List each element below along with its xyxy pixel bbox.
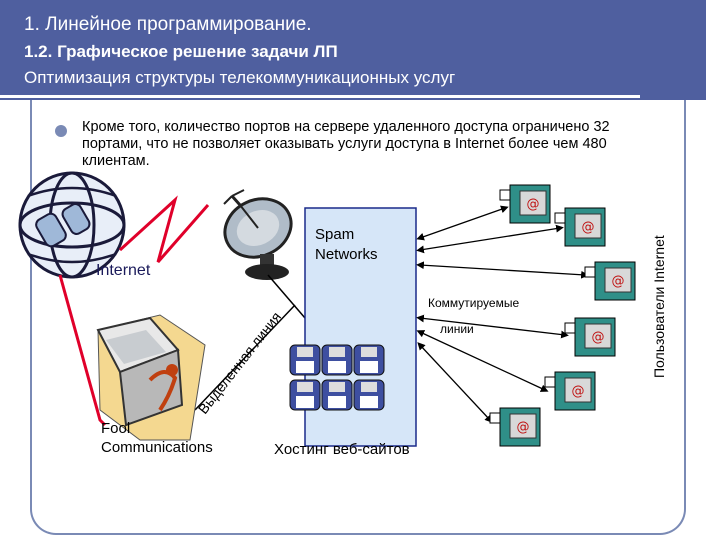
title-line-2: 1.2. Графическое решение задачи ЛП [24,42,338,61]
switched-line [417,342,493,423]
hosting-label: Хостинг веб-сайтов [274,441,410,458]
title-line-3: Оптимизация структуры телекоммуникационн… [24,68,456,87]
floppy-disk-icon [353,344,385,376]
computer-icon: @ [499,184,551,224]
description-paragraph: Кроме того, количество портов на сервере… [82,119,610,169]
dedicated-line [194,304,296,411]
spam-networks-label-2: Networks [315,246,378,263]
fool-communications-icon [96,314,206,441]
svg-text:@: @ [527,197,540,212]
switched-lines-label-1: Коммутируемые [428,296,520,310]
switched-lines [416,205,589,423]
internet-label: Internet [96,262,151,279]
title-line-1: 1. Линейное программирование. [24,14,312,35]
svg-text:@: @ [572,384,585,399]
svg-text:@: @ [582,220,595,235]
switched-line [416,330,549,392]
content-frame [30,100,686,535]
title-banner: 1. Линейное программирование. 1.2. Графи… [0,0,706,100]
svg-text:@: @ [592,330,605,345]
user-computers: @ @ @ @ @ @ [489,184,636,447]
computer-icon: @ [564,317,616,357]
hosting-disks [289,344,385,411]
computer-icon: @ [584,261,636,301]
spam-networks-label-1: Spam [315,226,355,243]
lightning-bolt-1 [118,195,210,263]
fool-communications-label-2: Communications [101,439,213,456]
dedicated-line-label: Выделенная линия [195,309,284,417]
dish-to-server-line [267,274,306,319]
floppy-disk-icon [289,344,321,376]
svg-text:@: @ [517,420,530,435]
switched-line [416,205,509,241]
switched-line [416,261,589,279]
svg-text:@: @ [612,274,625,289]
floppy-disk-icon [321,344,353,376]
satellite-dish-icon [223,189,293,280]
floppy-disk-icon [321,379,353,411]
switched-line [416,224,564,254]
computer-icon: @ [554,207,606,247]
internet-users-label: Пользователи Internet [651,235,667,378]
title-underline [0,95,640,98]
switched-lines-label-2: линии [440,322,474,336]
fool-communications-label-1: Fool [101,420,131,437]
computer-icon: @ [544,371,596,411]
computer-icon: @ [489,407,541,447]
lightning-links [58,195,210,427]
lightning-bolt-2 [58,274,107,427]
globe-icon [18,171,126,279]
floppy-disk-icon [353,379,385,411]
floppy-disk-icon [289,379,321,411]
bullet-icon [55,125,67,137]
